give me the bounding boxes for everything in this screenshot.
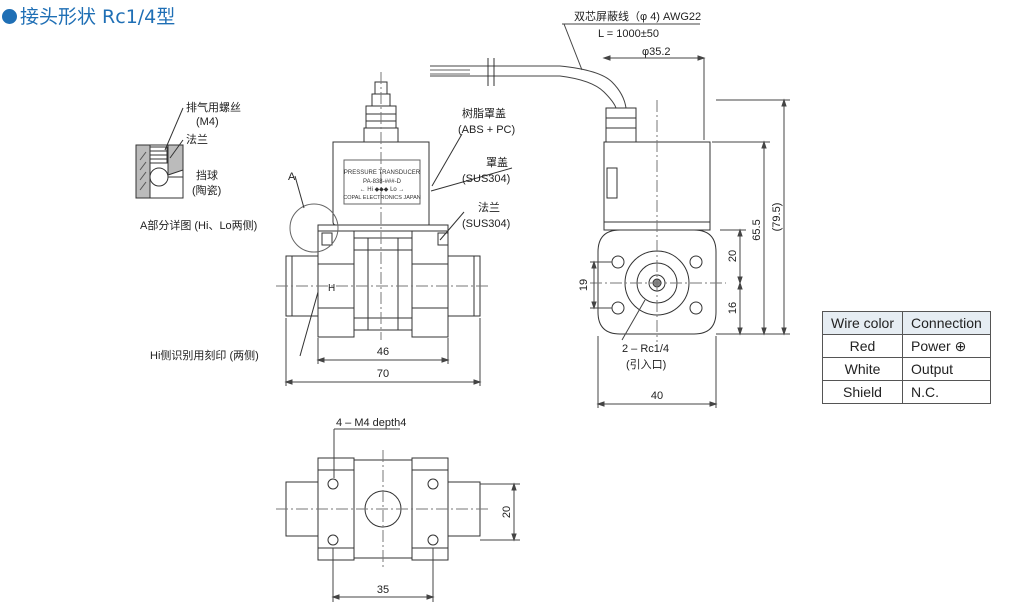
- wire-color-table: Wire color Connection Red Power ⊕ White …: [821, 311, 991, 404]
- cable-length: L = 1000±50: [598, 28, 659, 40]
- hi-marking-note: Hi侧识别用刻印 (两侧): [150, 348, 259, 362]
- side-view: [430, 58, 726, 342]
- wire-color-cell: Red: [821, 334, 904, 358]
- resin-cover-label: 树脂罩盖: [462, 106, 506, 120]
- bottom-dimensions: [331, 428, 520, 602]
- table-row: Red Power ⊕: [821, 334, 991, 358]
- dim-35: 35: [377, 584, 389, 596]
- port-note-sub: (引入口): [626, 357, 666, 371]
- table-header-row: Wire color Connection: [821, 311, 991, 335]
- connection-cell: N.C.: [902, 380, 991, 404]
- header-connection: Connection: [902, 311, 991, 335]
- table-row: Shield N.C.: [821, 380, 991, 404]
- dim-19: 19: [578, 279, 590, 291]
- front-view: [276, 72, 490, 340]
- plate-line-4: COPAL ELECTRONICS JAPAN: [343, 195, 421, 201]
- detail-a-caption: A部分详图 (Hi、Lo两侧): [140, 218, 257, 232]
- dim-20-side: 20: [727, 250, 739, 262]
- side-dimensions: [562, 23, 790, 408]
- wire-color-cell: Shield: [821, 380, 904, 404]
- dim-79-5: (79.5): [771, 203, 783, 232]
- bullet-dot: [2, 9, 17, 24]
- detail-a-marker: A: [288, 171, 296, 183]
- cover-label: 罩盖: [486, 155, 508, 169]
- cable-note: 双芯屏蔽线（φ 4) AWG22: [574, 9, 701, 23]
- ball-label: 挡球: [196, 168, 218, 182]
- connection-cell: Power ⊕: [902, 334, 991, 358]
- plate-line-1: PRESSURE TRANSDUCER: [344, 170, 421, 176]
- dim-70: 70: [377, 368, 389, 380]
- vent-screw-label: 排气用螺丝: [186, 100, 241, 114]
- page-title: 接头形状 Rc1/4型: [2, 2, 175, 29]
- title-text: 接头形状 Rc1/4型: [20, 6, 176, 28]
- flange-right-material: (SUS304): [462, 218, 510, 230]
- resin-cover-material: (ABS + PC): [458, 124, 515, 136]
- hole-note: 4 – M4 depth4: [336, 417, 406, 429]
- connection-cell: Output: [902, 357, 991, 381]
- front-dimensions: [284, 318, 482, 386]
- detail-a: [135, 107, 184, 199]
- dim-65-5: 65.5: [751, 219, 763, 240]
- hi-mark: H: [328, 283, 335, 294]
- vent-screw-size: (M4): [196, 116, 219, 128]
- ball-material: (陶瓷): [192, 183, 221, 197]
- flange-right-label: 法兰: [478, 200, 500, 214]
- flange-label: 法兰: [186, 132, 208, 146]
- header-wire-color: Wire color: [821, 311, 904, 335]
- plate-line-2: PA-838-###-D: [363, 179, 402, 185]
- table-row: White Output: [821, 357, 991, 381]
- dim-20-bottom: 20: [501, 506, 513, 518]
- dim-46: 46: [377, 346, 389, 358]
- cable-dia: φ35.2: [642, 46, 671, 58]
- plate-line-3: ← Hi ◆◆◆ Lo →: [360, 187, 405, 193]
- dim-16: 16: [727, 302, 739, 314]
- port-note: 2 – Rc1/4: [622, 343, 669, 355]
- dim-40: 40: [651, 390, 663, 402]
- wire-color-cell: White: [821, 357, 904, 381]
- bottom-view: [276, 450, 490, 568]
- cover-material: (SUS304): [462, 173, 510, 185]
